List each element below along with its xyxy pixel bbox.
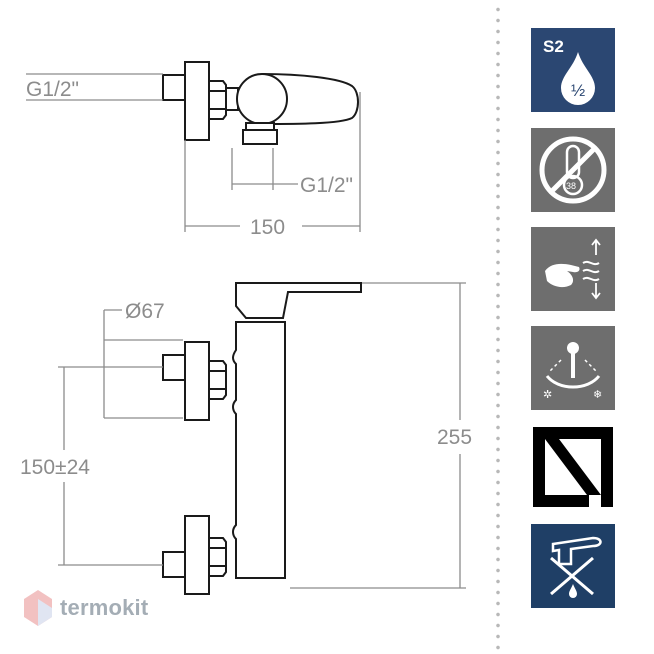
watermark: termokit <box>24 590 148 626</box>
svg-text:❄: ❄ <box>593 388 602 401</box>
top-view-dimensions <box>26 73 361 232</box>
inlet-thread-label: G1/2" <box>26 78 79 101</box>
dotted-divider <box>495 4 501 654</box>
easy-clean-icon <box>531 227 615 311</box>
no-spout-icon <box>531 524 615 608</box>
hot-cold-mixing-icon: ✲ ❄ <box>531 326 615 410</box>
no-thermostat-icon: 38 <box>531 128 615 212</box>
temp-text: 38 <box>566 181 576 191</box>
s2-text: S2 <box>543 37 564 56</box>
height-label: 255 <box>437 426 472 449</box>
brand-logo-icon <box>531 425 615 509</box>
front-view-dimensions <box>58 282 466 589</box>
center-distance-label: 150±24 <box>20 456 90 479</box>
s2-water-class-icon: S2 ½ <box>531 28 615 112</box>
front-view-faucet <box>162 282 362 595</box>
width-label: 150 <box>250 216 285 239</box>
termokit-logo-icon <box>24 590 52 626</box>
watermark-text: termokit <box>60 595 149 620</box>
diameter-label: Ø67 <box>125 300 165 323</box>
svg-text:✲: ✲ <box>543 388 552 401</box>
outlet-thread-label: G1/2" <box>300 174 353 197</box>
half-text: ½ <box>571 81 585 100</box>
top-view-faucet <box>162 61 359 145</box>
